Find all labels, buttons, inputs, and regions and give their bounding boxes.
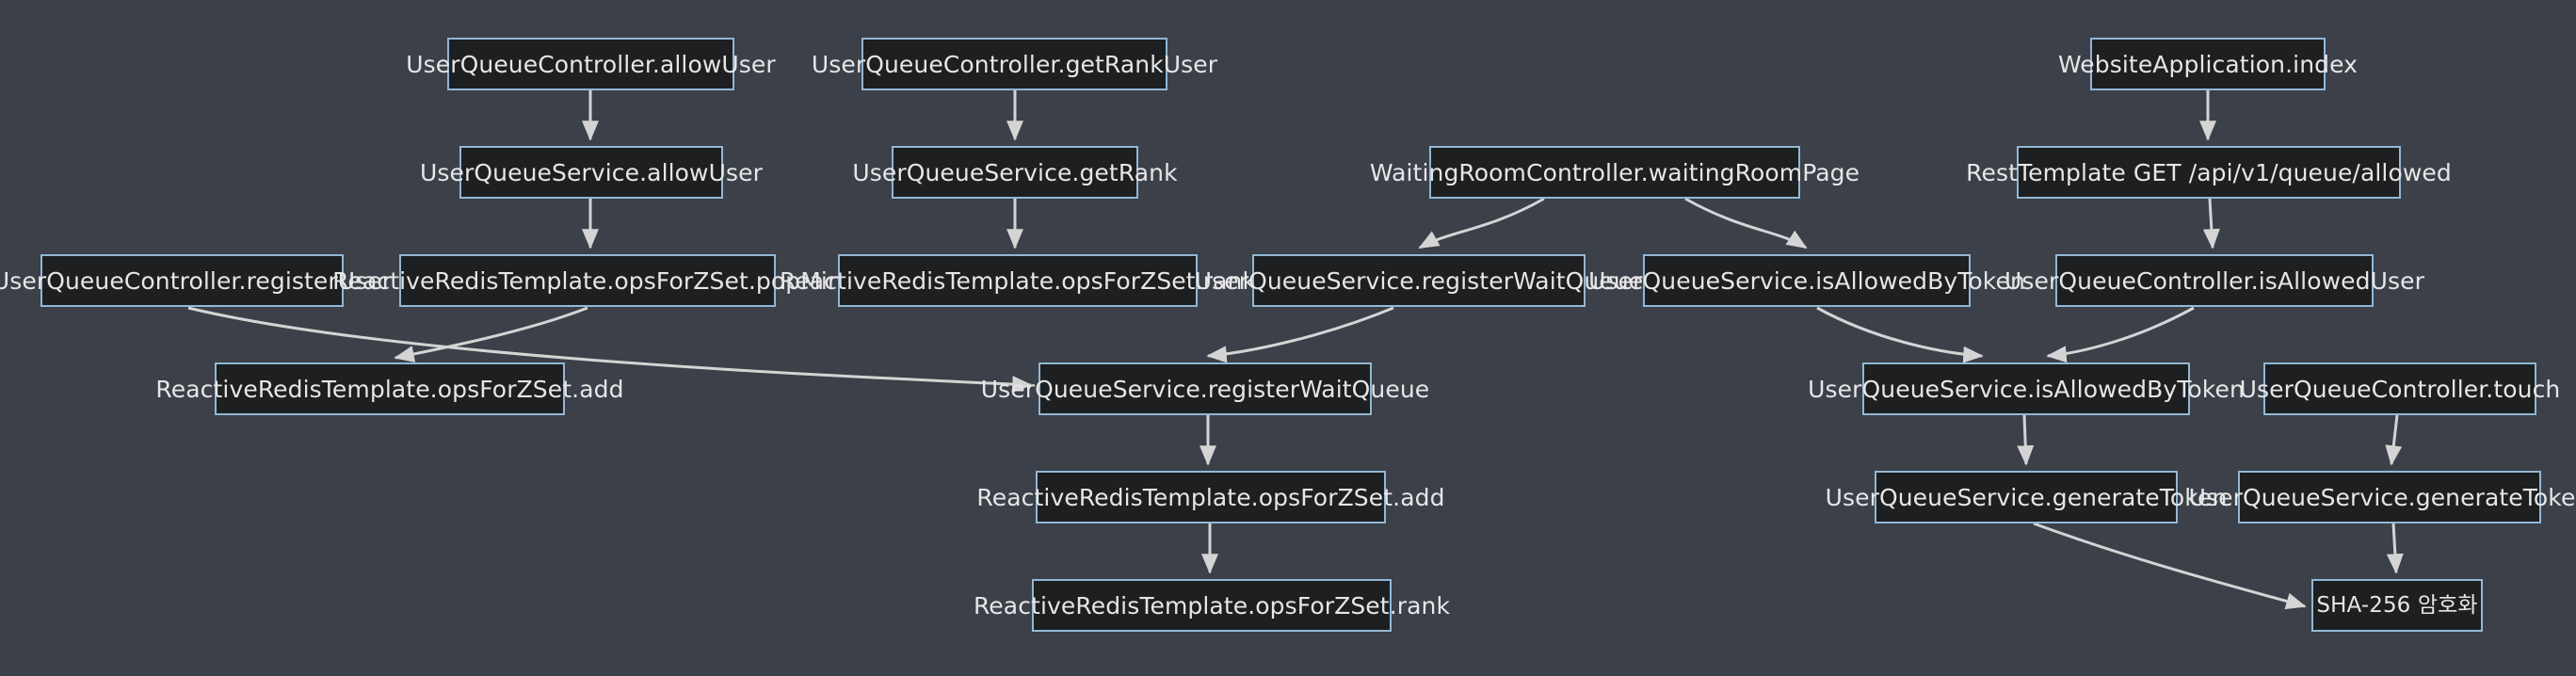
node-n13[interactable]: UserQueueController.isAllowedUser xyxy=(2004,254,2424,307)
node-n20[interactable]: UserQueueService.generateToken xyxy=(2189,471,2576,523)
edge-n9-to-n14 xyxy=(394,306,588,362)
node-label: UserQueueService.getRank xyxy=(852,158,1178,186)
node-label: UserQueueController.touch xyxy=(2239,375,2561,403)
node-label: UserQueueController.registerUser xyxy=(0,266,393,295)
node-label: UserQueueService.generateToken xyxy=(2188,483,2576,511)
node-label: WaitingRoomController.waitingRoomPage xyxy=(1369,158,1860,186)
node-label: ReactiveRedisTemplate.opsForZSet.popMin xyxy=(332,266,843,295)
node-label: UserQueueController.getRankUser xyxy=(811,50,1218,78)
node-n19[interactable]: UserQueueService.generateToken xyxy=(1826,471,2227,523)
node-n21[interactable]: ReactiveRedisTemplate.opsForZSet.rank xyxy=(974,579,1450,632)
edge-n7-to-n13 xyxy=(2202,198,2220,249)
edge-n11-to-n15 xyxy=(1206,306,1394,363)
node-label: WebsiteApplication.index xyxy=(2057,50,2359,78)
edge-n6-to-n12 xyxy=(1684,197,1808,249)
node-n22[interactable]: SHA-256 암호화 xyxy=(2311,579,2483,632)
node-n11[interactable]: UserQueueService.registerWaitQueue xyxy=(1195,254,1643,307)
node-label: UserQueueService.allowUser xyxy=(420,158,763,186)
node-n10[interactable]: ReactiveRedisTemplate.opsForZSet.rank xyxy=(780,254,1256,307)
node-n8[interactable]: UserQueueController.registerUser xyxy=(0,254,392,307)
node-label: ReactiveRedisTemplate.opsForZSet.rank xyxy=(973,591,1451,620)
edge-n17-to-n20 xyxy=(2385,414,2403,466)
node-label: UserQueueController.isAllowedUser xyxy=(2004,266,2424,295)
node-n15[interactable]: UserQueueService.registerWaitQueue xyxy=(981,362,1429,415)
node-n3[interactable]: WebsiteApplication.index xyxy=(2058,38,2358,90)
node-n6[interactable]: WaitingRoomController.waitingRoomPage xyxy=(1370,146,1860,199)
node-n2[interactable]: UserQueueController.getRankUser xyxy=(812,38,1217,90)
edge-n12-to-n16 xyxy=(1816,306,1984,363)
node-label: UserQueueService.isAllowedByToken xyxy=(1588,266,2025,295)
node-n9[interactable]: ReactiveRedisTemplate.opsForZSet.popMin xyxy=(332,254,843,307)
node-n16[interactable]: UserQueueService.isAllowedByToken xyxy=(1808,362,2245,415)
node-label: UserQueueService.registerWaitQueue xyxy=(980,375,1430,403)
node-n18[interactable]: ReactiveRedisTemplate.opsForZSet.add xyxy=(976,471,1444,523)
node-n5[interactable]: UserQueueService.getRank xyxy=(852,146,1178,199)
edge-n16-to-n19 xyxy=(2017,414,2035,466)
node-label: SHA-256 암호화 xyxy=(2316,592,2478,618)
node-label: RestTemplate GET /api/v1/queue/allowed xyxy=(1966,158,2452,186)
node-n12[interactable]: UserQueueService.isAllowedByToken xyxy=(1588,254,2025,307)
node-label: UserQueueService.isAllowedByToken xyxy=(1808,375,2245,403)
node-n1[interactable]: UserQueueController.allowUser xyxy=(406,38,776,90)
edge-n19-to-n22 xyxy=(2033,522,2307,610)
node-label: ReactiveRedisTemplate.opsForZSet.add xyxy=(155,375,624,403)
edge-n6-to-n11 xyxy=(1418,197,1545,249)
node-n14[interactable]: ReactiveRedisTemplate.opsForZSet.add xyxy=(155,362,623,415)
edge-n13-to-n16 xyxy=(2046,306,2195,363)
edge-n20-to-n22 xyxy=(2386,523,2404,574)
node-label: ReactiveRedisTemplate.opsForZSet.rank xyxy=(779,266,1257,295)
node-label: UserQueueService.generateToken xyxy=(1825,483,2228,511)
node-n4[interactable]: UserQueueService.allowUser xyxy=(420,146,763,199)
node-label: UserQueueController.allowUser xyxy=(406,50,776,78)
node-n17[interactable]: UserQueueController.touch xyxy=(2240,362,2560,415)
node-n7[interactable]: RestTemplate GET /api/v1/queue/allowed xyxy=(1966,146,2452,199)
node-label: UserQueueService.registerWaitQueue xyxy=(1194,266,1644,295)
node-label: ReactiveRedisTemplate.opsForZSet.add xyxy=(976,483,1445,511)
